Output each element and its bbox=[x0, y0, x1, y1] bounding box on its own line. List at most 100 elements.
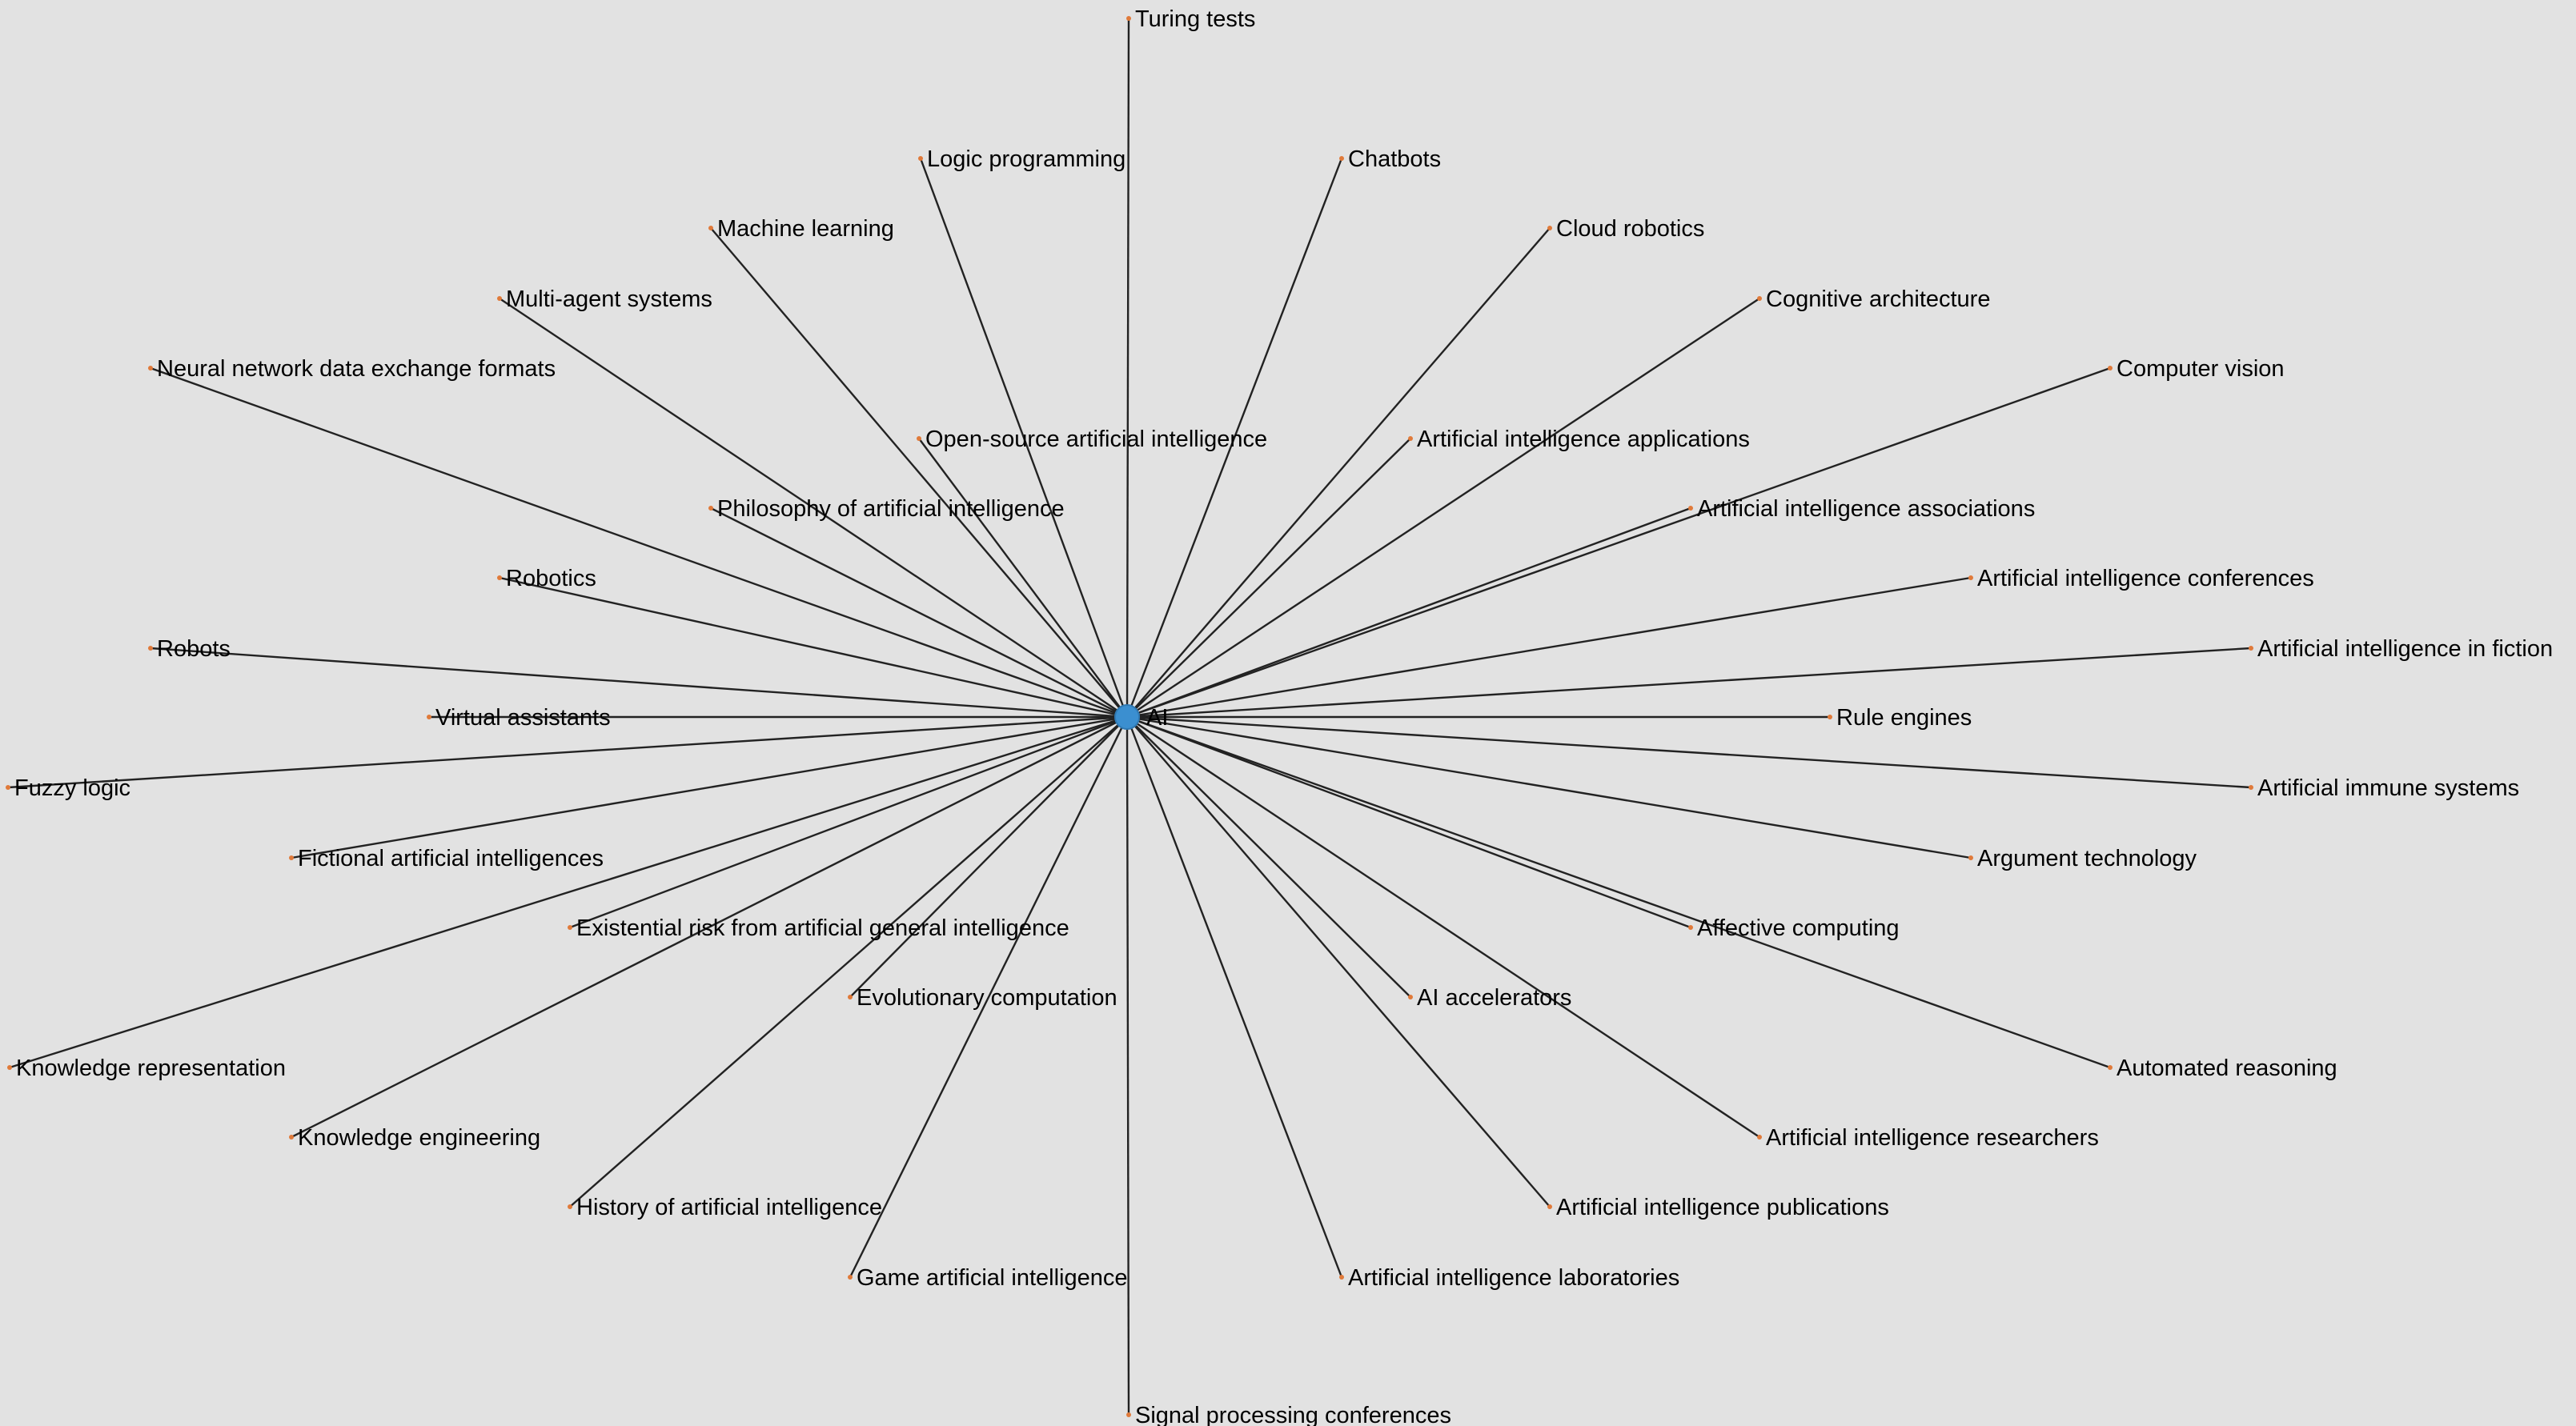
edge-neural-network-data-exchange-formats bbox=[150, 367, 1128, 719]
node-artificial-intelligence-laboratories[interactable] bbox=[1339, 1275, 1344, 1280]
node-artificial-intelligence-conferences[interactable] bbox=[1968, 575, 1973, 580]
edge-existential-risk-from-artificial-general-intelligence bbox=[569, 715, 1128, 929]
edge-artificial-intelligence-conferences bbox=[1126, 576, 1972, 719]
center-node-label: AI bbox=[1146, 705, 1168, 731]
edge-artificial-intelligence-researchers bbox=[1126, 716, 1760, 1138]
node-label-ai-accelerators: AI accelerators bbox=[1417, 985, 1571, 1011]
node-artificial-intelligence-publications[interactable] bbox=[1547, 1204, 1552, 1209]
edge-artificial-intelligence-laboratories bbox=[1125, 716, 1343, 1278]
node-logic-programming[interactable] bbox=[918, 156, 923, 161]
edge-logic-programming bbox=[919, 158, 1129, 718]
node-label-machine-learning: Machine learning bbox=[717, 216, 894, 242]
node-neural-network-data-exchange-formats[interactable] bbox=[148, 366, 153, 371]
node-robotics[interactable] bbox=[497, 575, 502, 580]
edge-artificial-intelligence-associations bbox=[1126, 507, 1691, 719]
node-cloud-robotics[interactable] bbox=[1547, 226, 1552, 230]
node-label-neural-network-data-exchange-formats: Neural network data exchange formats bbox=[157, 356, 556, 382]
edge-computer-vision bbox=[1126, 367, 2111, 719]
node-label-computer-vision: Computer vision bbox=[2117, 356, 2285, 382]
node-label-fictional-artificial-intelligences: Fictional artificial intelligences bbox=[298, 846, 604, 871]
node-turing-tests[interactable] bbox=[1126, 16, 1131, 21]
node-history-of-artificial-intelligence[interactable] bbox=[568, 1204, 572, 1209]
edge-fictional-artificial-intelligences bbox=[291, 715, 1128, 859]
edge-evolutionary-computation bbox=[849, 716, 1128, 998]
edge-fuzzy-logic bbox=[7, 715, 1128, 789]
edge-cognitive-architecture bbox=[1126, 297, 1760, 719]
node-label-affective-computing: Affective computing bbox=[1697, 915, 1900, 941]
node-virtual-assistants[interactable] bbox=[427, 715, 431, 719]
node-argument-technology[interactable] bbox=[1968, 855, 1973, 860]
node-affective-computing[interactable] bbox=[1688, 925, 1693, 930]
node-label-turing-tests: Turing tests bbox=[1135, 6, 1255, 32]
edge-argument-technology bbox=[1126, 715, 1972, 859]
edge-robots bbox=[150, 647, 1128, 719]
node-label-history-of-artificial-intelligence: History of artificial intelligence bbox=[576, 1195, 882, 1220]
node-cognitive-architecture[interactable] bbox=[1757, 296, 1762, 301]
node-chatbots[interactable] bbox=[1339, 156, 1344, 161]
node-label-artificial-intelligence-publications: Artificial intelligence publications bbox=[1556, 1195, 1889, 1220]
node-label-automated-reasoning: Automated reasoning bbox=[2117, 1055, 2337, 1081]
node-label-cloud-robotics: Cloud robotics bbox=[1556, 216, 1704, 242]
node-artificial-intelligence-in-fiction[interactable] bbox=[2249, 646, 2253, 651]
edge-game-artificial-intelligence bbox=[849, 716, 1129, 1278]
edge-artificial-immune-systems bbox=[1126, 715, 2252, 789]
node-label-knowledge-engineering: Knowledge engineering bbox=[298, 1125, 540, 1151]
node-knowledge-engineering[interactable] bbox=[289, 1135, 294, 1140]
node-signal-processing-conferences[interactable] bbox=[1126, 1412, 1131, 1417]
node-artificial-immune-systems[interactable] bbox=[2249, 785, 2253, 790]
node-knowledge-representation[interactable] bbox=[7, 1065, 12, 1070]
edge-artificial-intelligence-applications bbox=[1126, 438, 1411, 718]
node-label-artificial-intelligence-laboratories: Artificial intelligence laboratories bbox=[1348, 1265, 1679, 1291]
node-ai-accelerators[interactable] bbox=[1408, 995, 1413, 999]
node-label-knowledge-representation: Knowledge representation bbox=[16, 1055, 286, 1081]
edge-cloud-robotics bbox=[1126, 227, 1551, 718]
node-evolutionary-computation[interactable] bbox=[848, 995, 853, 999]
node-multi-agent-systems[interactable] bbox=[497, 296, 502, 301]
node-automated-reasoning[interactable] bbox=[2108, 1065, 2113, 1070]
node-artificial-intelligence-associations[interactable] bbox=[1688, 506, 1693, 511]
node-computer-vision[interactable] bbox=[2108, 366, 2113, 371]
node-label-robots: Robots bbox=[157, 636, 231, 662]
node-label-artificial-intelligence-applications: Artificial intelligence applications bbox=[1417, 427, 1750, 452]
edge-artificial-intelligence-in-fiction bbox=[1126, 647, 2252, 719]
node-robots[interactable] bbox=[148, 646, 153, 651]
node-label-cognitive-architecture: Cognitive architecture bbox=[1766, 286, 1990, 312]
edge-history-of-artificial-intelligence bbox=[569, 716, 1128, 1208]
node-label-game-artificial-intelligence: Game artificial intelligence bbox=[857, 1265, 1127, 1291]
node-label-philosophy-of-artificial-intelligence: Philosophy of artificial intelligence bbox=[717, 496, 1065, 522]
node-label-chatbots: Chatbots bbox=[1348, 146, 1441, 172]
node-philosophy-of-artificial-intelligence[interactable] bbox=[708, 506, 713, 511]
node-label-artificial-intelligence-researchers: Artificial intelligence researchers bbox=[1766, 1125, 2099, 1151]
edge-knowledge-representation bbox=[9, 715, 1128, 1069]
edge-robotics bbox=[499, 576, 1128, 719]
node-game-artificial-intelligence[interactable] bbox=[848, 1275, 853, 1280]
edge-knowledge-engineering bbox=[291, 715, 1128, 1139]
edge-affective-computing bbox=[1126, 715, 1691, 929]
node-label-artificial-intelligence-conferences: Artificial intelligence conferences bbox=[1977, 566, 2314, 591]
center-node-ai[interactable] bbox=[1114, 704, 1140, 730]
edge-chatbots bbox=[1125, 158, 1343, 718]
edge-signal-processing-conferences bbox=[1125, 716, 1130, 1416]
node-label-robotics: Robotics bbox=[506, 566, 596, 591]
edge-philosophy-of-artificial-intelligence bbox=[710, 507, 1128, 719]
node-artificial-intelligence-researchers[interactable] bbox=[1757, 1135, 1762, 1140]
node-fictional-artificial-intelligences[interactable] bbox=[289, 855, 294, 860]
node-label-artificial-intelligence-associations: Artificial intelligence associations bbox=[1697, 496, 2035, 522]
node-label-open-source-artificial-intelligence: Open-source artificial intelligence bbox=[925, 427, 1267, 452]
edge-turing-tests bbox=[1125, 18, 1130, 718]
node-machine-learning[interactable] bbox=[708, 226, 713, 230]
node-existential-risk-from-artificial-general-intelligence[interactable] bbox=[568, 925, 572, 930]
node-fuzzy-logic[interactable] bbox=[6, 785, 10, 790]
node-open-source-artificial-intelligence[interactable] bbox=[917, 436, 921, 441]
node-label-fuzzy-logic: Fuzzy logic bbox=[14, 775, 130, 801]
node-label-multi-agent-systems: Multi-agent systems bbox=[506, 286, 712, 312]
node-label-artificial-intelligence-in-fiction: Artificial intelligence in fiction bbox=[2257, 636, 2553, 662]
node-rule-engines[interactable] bbox=[1828, 715, 1832, 719]
node-label-rule-engines: Rule engines bbox=[1836, 705, 1972, 731]
node-label-artificial-immune-systems: Artificial immune systems bbox=[2257, 775, 2519, 801]
node-artificial-intelligence-applications[interactable] bbox=[1408, 436, 1413, 441]
edge-multi-agent-systems bbox=[499, 298, 1128, 718]
